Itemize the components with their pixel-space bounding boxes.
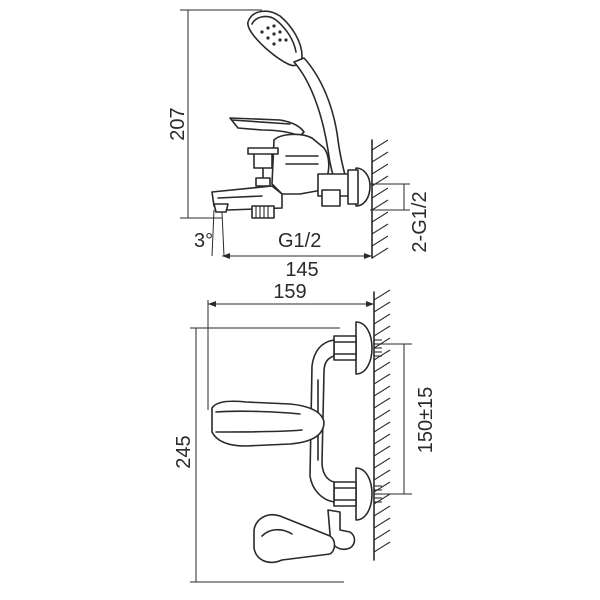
top-view: 159 245 150±15 [173,281,437,583]
dim-207-label: 207 [167,107,189,140]
side-wall [371,139,389,259]
dim-245: 245 [173,327,344,583]
top-lever [211,400,325,447]
dim-245-label: 245 [173,435,195,468]
lower-connection [333,467,382,521]
top-wall [373,289,391,561]
dim-207: 207 [167,9,262,219]
diverter [247,147,279,187]
shower-holder [253,509,356,564]
dim-145-label: 145 [285,259,318,281]
dim-159: 159 [207,281,374,410]
dim-150: 150±15 [382,343,437,495]
side-body [271,133,371,207]
dim-wall-thread: 2-G1/2 [370,183,431,253]
dim-159-label: 159 [273,281,306,303]
dim-150-label: 150±15 [415,387,437,454]
dim-145: 145 [222,253,372,281]
side-spout [211,185,283,219]
dim-angle-label: 3° [194,230,213,252]
wall-thread-label: 2-G1/2 [409,191,431,252]
dim-angle: 3° [194,209,225,257]
inlet-thread-label: G1/2 [278,230,321,252]
upper-connection [333,321,382,375]
side-lever [229,117,305,137]
side-view: 207 3° G1/2 145 2-G1/2 [167,9,431,281]
